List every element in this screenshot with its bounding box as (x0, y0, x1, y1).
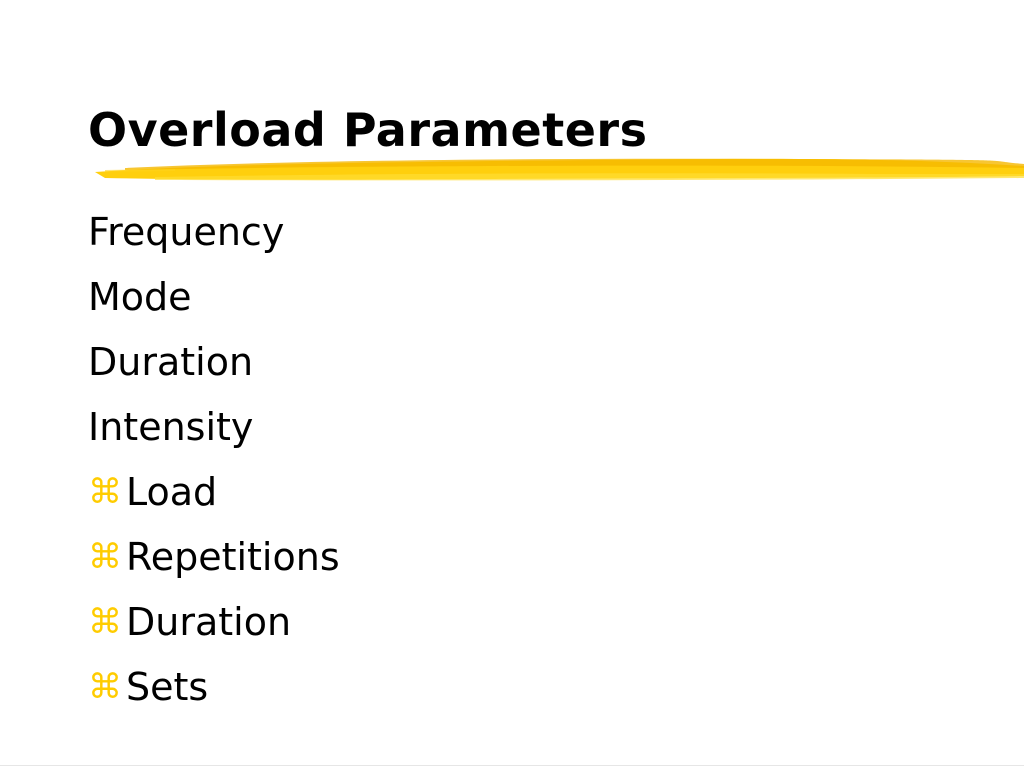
list-item: Frequency (88, 200, 340, 265)
bullet-list: Frequency Mode Duration Intensity ⌘ Load… (88, 200, 340, 720)
list-item-label: Duration (126, 600, 292, 644)
list-item-label: Load (126, 470, 218, 514)
list-item-label: Duration (88, 340, 254, 384)
command-bullet-icon: ⌘ (88, 472, 122, 512)
list-item-label: Frequency (88, 210, 285, 254)
list-item: ⌘ Sets (88, 655, 340, 720)
list-item-label: Repetitions (126, 535, 340, 579)
list-item: Intensity (88, 395, 340, 460)
list-item-label: Sets (126, 665, 209, 709)
list-item: Mode (88, 265, 340, 330)
list-item: ⌘ Duration (88, 590, 340, 655)
list-item: Duration (88, 330, 340, 395)
list-item-label: Mode (88, 275, 192, 319)
list-item: ⌘ Repetitions (88, 525, 340, 590)
bottom-divider (0, 765, 1024, 766)
command-bullet-icon: ⌘ (88, 667, 122, 707)
command-bullet-icon: ⌘ (88, 537, 122, 577)
list-item-label: Intensity (88, 405, 254, 449)
list-item: ⌘ Load (88, 460, 340, 525)
slide-title: Overload Parameters (88, 103, 648, 157)
command-bullet-icon: ⌘ (88, 602, 122, 642)
title-underline-brushstroke (95, 158, 1024, 181)
